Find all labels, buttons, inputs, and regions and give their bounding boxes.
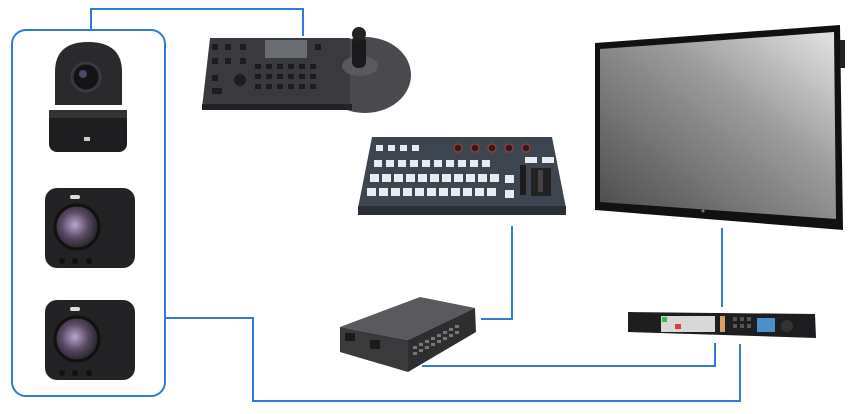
box-camera-icon (45, 300, 135, 380)
connector-rack-network (422, 343, 716, 367)
rack-unit-icon (628, 312, 816, 338)
network-switch-icon (340, 297, 476, 372)
connector-cameras-rack (166, 317, 741, 402)
box-camera-icon (45, 188, 135, 268)
connector-switcher-network (481, 226, 513, 320)
ptz-camera-icon (49, 42, 127, 152)
camera-group-box (11, 29, 166, 397)
monitor-icon (595, 25, 845, 230)
connector-cameras-controller (90, 8, 304, 36)
video-switcher-icon (358, 137, 566, 215)
joystick-controller-icon (202, 27, 411, 113)
connector-lines (90, 8, 741, 402)
